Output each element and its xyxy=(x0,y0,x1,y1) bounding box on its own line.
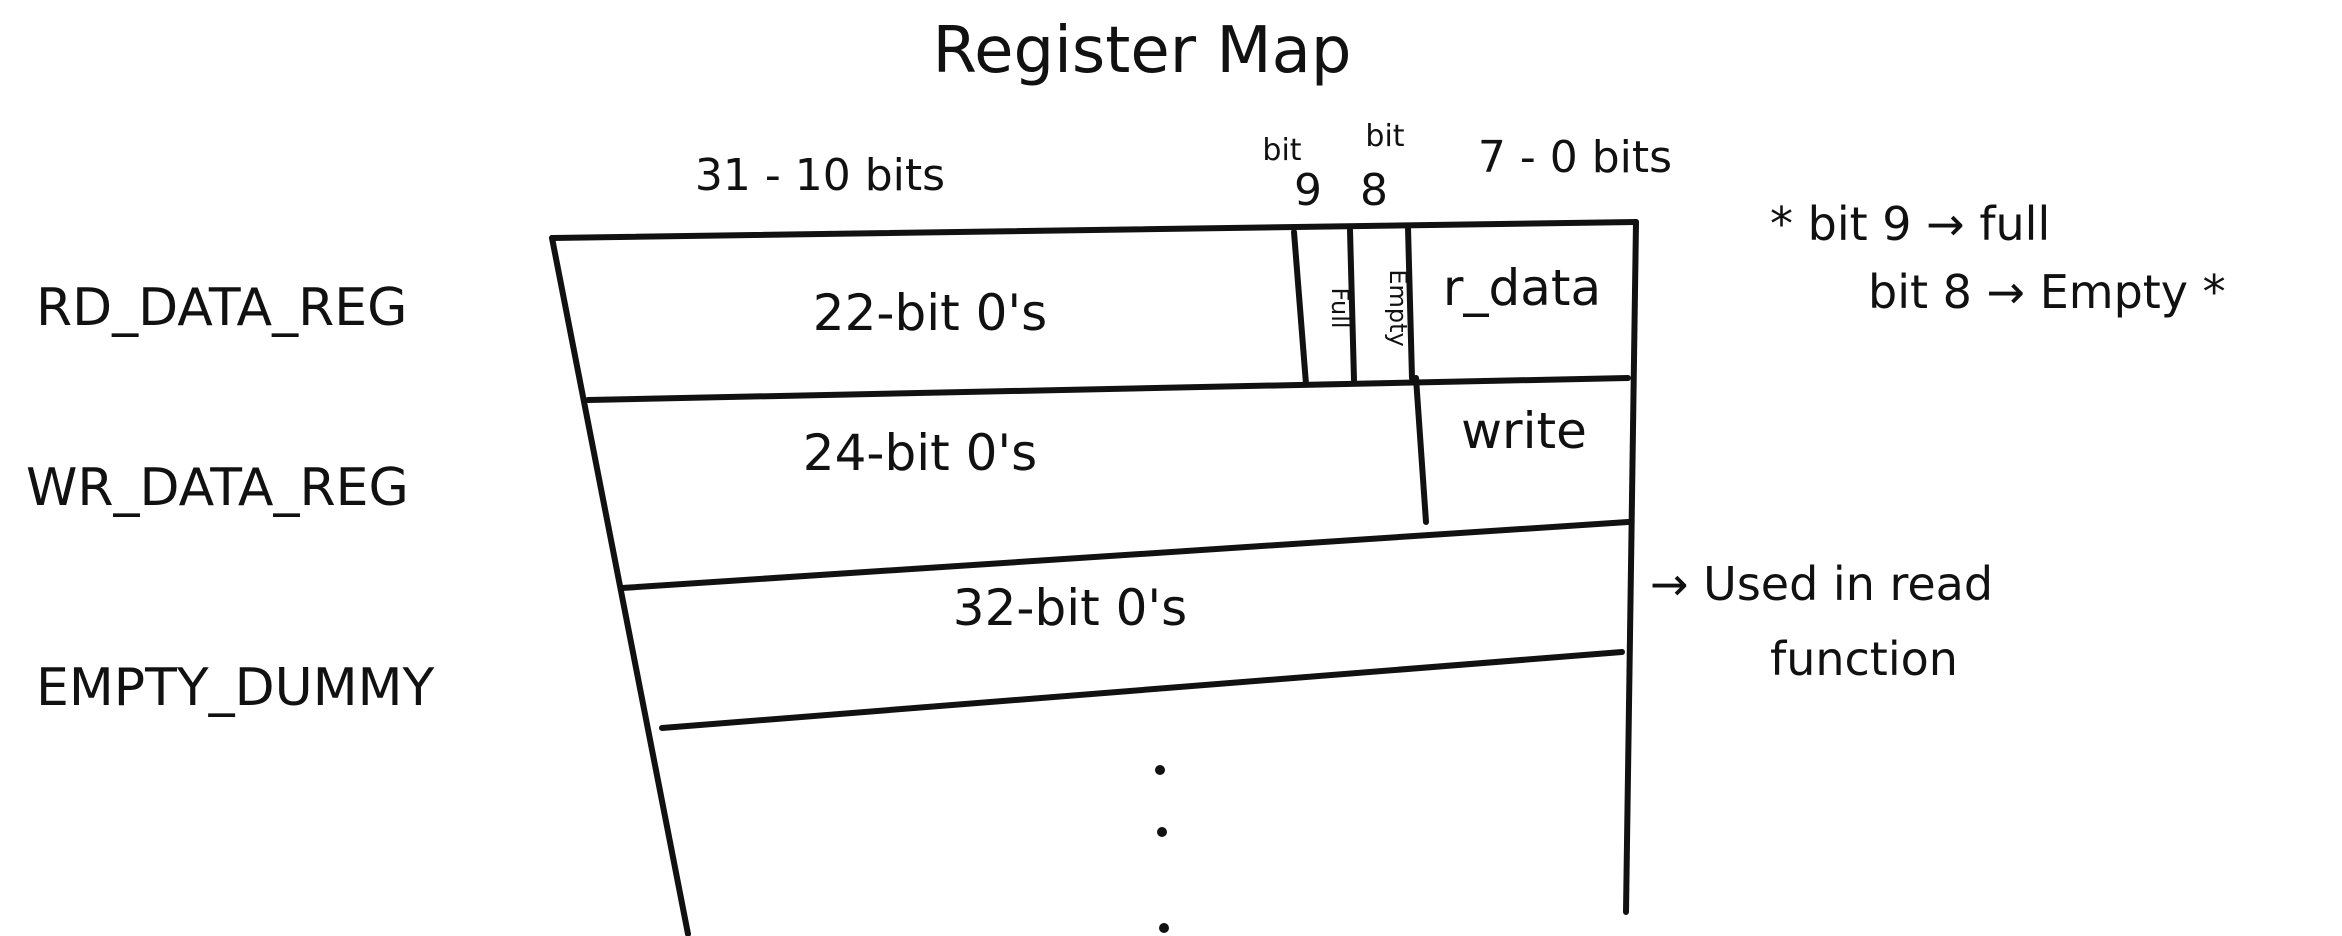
header-low-bits: 7 - 0 bits xyxy=(1478,132,1672,183)
row-divider-2 xyxy=(619,519,1631,591)
note-bit9-full: * bit 9 → full xyxy=(1770,197,2050,251)
diagram-title: Register Map xyxy=(933,14,1352,88)
row-divider-3 xyxy=(659,649,1625,731)
register-name-rd: RD_DATA_REG xyxy=(36,278,407,338)
header-bit8-number: 8 xyxy=(1360,165,1388,216)
register-name-wr: WR_DATA_REG xyxy=(26,458,409,518)
note-bit8-empty: bit 8 → Empty * xyxy=(1868,265,2226,319)
wr-data-field: write xyxy=(1461,402,1587,460)
rd-full-bit: Full xyxy=(1326,287,1354,328)
full-cell-right xyxy=(1347,227,1357,383)
header-bit9-number: 9 xyxy=(1294,165,1322,216)
register-table xyxy=(549,219,1639,936)
empty-dummy-zeros-field: 32-bit 0's xyxy=(953,579,1187,637)
empty-cell-right xyxy=(1405,225,1415,381)
rd-empty-bit: Empty xyxy=(1384,269,1412,346)
note-function: function xyxy=(1770,632,1958,686)
wr-zeros-field: 24-bit 0's xyxy=(803,424,1037,482)
rd-data-field: r_data xyxy=(1443,259,1601,317)
header-bit9-label: bit xyxy=(1262,133,1301,168)
note-used-in-read: → Used in read xyxy=(1650,557,1993,611)
write-cell-left xyxy=(1413,375,1429,525)
table-right-border xyxy=(1623,219,1639,915)
row-divider-1 xyxy=(585,375,1631,403)
register-name-empty-dummy: EMPTY_DUMMY xyxy=(36,658,434,718)
header-bit8-label: bit xyxy=(1365,119,1404,154)
continuation-dots xyxy=(1155,765,1169,933)
rd-zeros-field: 22-bit 0's xyxy=(813,284,1047,342)
full-cell-left xyxy=(1291,229,1309,387)
header-high-bits: 31 - 10 bits xyxy=(695,150,945,201)
table-top-border xyxy=(549,219,1639,241)
